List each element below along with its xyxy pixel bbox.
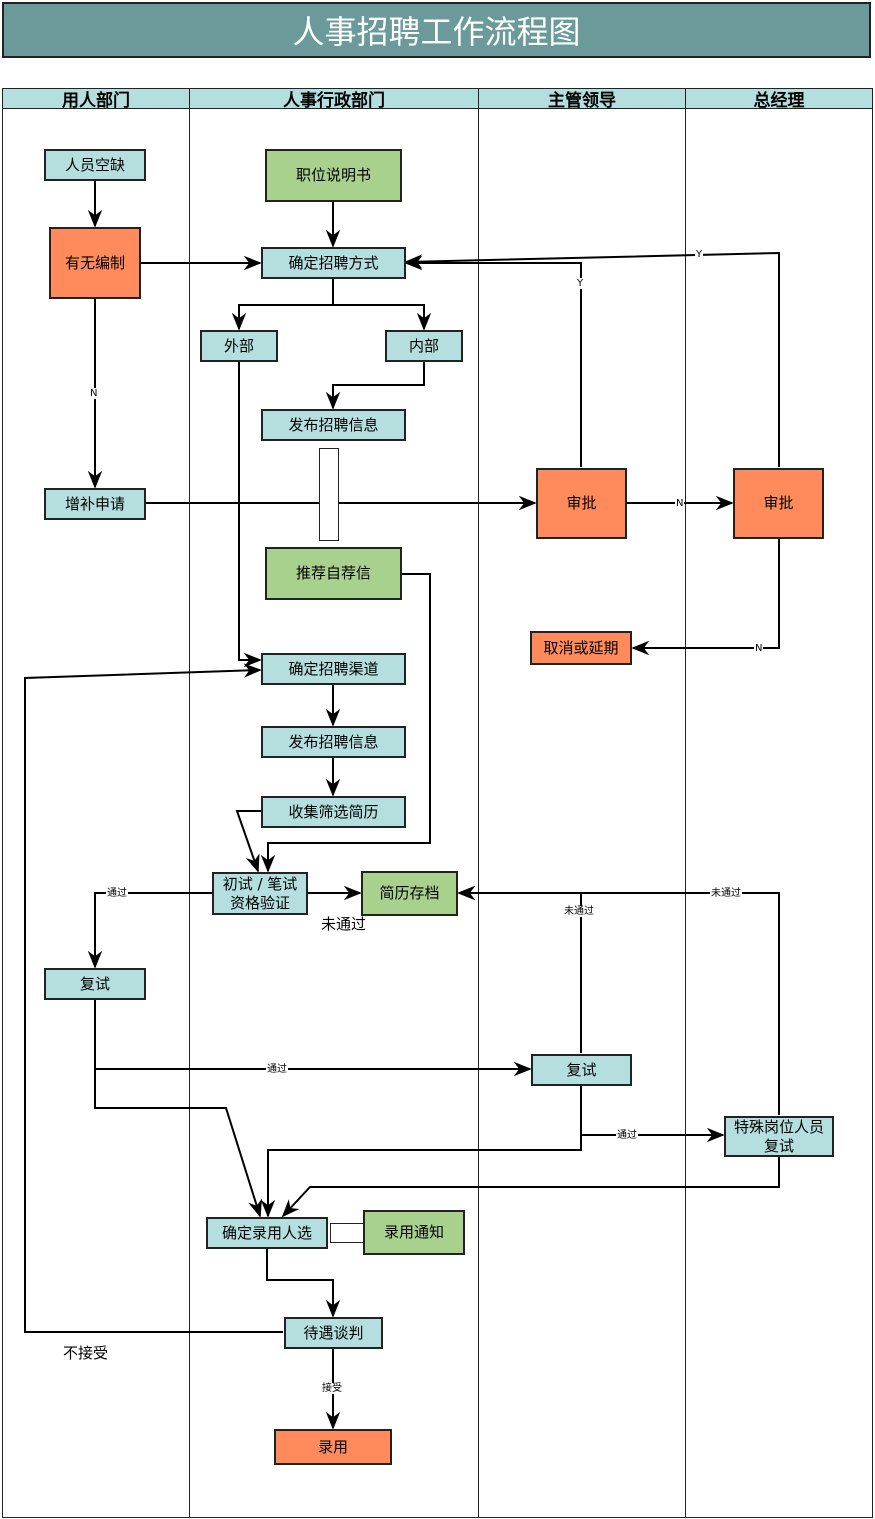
edge-approve2-cancel [631, 539, 780, 656]
edge-special-hireconfirm [281, 1157, 780, 1218]
node-initial-test-line2: 资格验证 [229, 893, 290, 912]
edge-label-no-gm: N [754, 643, 764, 654]
connector-blank-box-2 [330, 1223, 364, 1243]
lane-header-hiring-dept: 用人部门 [3, 89, 189, 111]
node-publish-info: 发布招聘信息 [261, 726, 406, 758]
edge-hireconfirm-negotiate [266, 1249, 341, 1318]
lane-header-hr-admin: 人事行政部门 [190, 89, 478, 111]
node-initial-test-line1: 初试 / 笔试 [222, 874, 298, 893]
node-special-retest-line1: 特殊岗位人员 [733, 1117, 824, 1136]
swimlane-container: 用人部门 人事行政部门 主管领导 总经理 [2, 88, 873, 1518]
node-internal: 内部 [385, 330, 463, 362]
lane-supervisor: 主管领导 [479, 89, 686, 1517]
node-salary-negotiation: 待遇谈判 [284, 1317, 383, 1349]
edge-label-reject: 不接受 [63, 1344, 109, 1362]
edge-label-pass-retest1: 通过 [266, 1064, 288, 1075]
edge-external-channel [238, 362, 262, 668]
edge-retest2-archive [457, 885, 582, 1053]
connector-blank-box [319, 448, 339, 541]
node-resume-archive: 简历存档 [361, 871, 458, 916]
node-recruit-channel: 确定招聘渠道 [261, 653, 406, 685]
edge-label-no-supervisor: N [675, 498, 685, 509]
edge-label-accept: 接受 [321, 1383, 343, 1394]
node-supplement-request: 增补申请 [44, 488, 146, 520]
node-retest-supervisor: 复试 [531, 1054, 632, 1086]
edge-label-fail-initial: 未通过 [321, 915, 367, 933]
edge-label-fail-supervisor: 未通过 [563, 906, 595, 917]
node-recruit-method: 确定招聘方式 [261, 247, 406, 279]
lane-header-supervisor: 主管领导 [479, 89, 685, 111]
edge-label-fail-gm: 未通过 [710, 888, 742, 899]
page-title: 人事招聘工作流程图 [2, 2, 871, 58]
edge-label-pass-retest2: 通过 [616, 1130, 638, 1141]
edge-retest1-hireconfirm [94, 1069, 263, 1218]
edge-label-no-quota: N [89, 388, 99, 399]
lane-hiring-dept: 用人部门 [3, 89, 190, 1517]
edge-initial-retest1 [87, 892, 212, 969]
edge-retest2-hireconfirm [260, 1135, 582, 1218]
edge-method-internal [333, 304, 432, 331]
lane-general-manager: 总经理 [686, 89, 872, 1517]
node-special-retest-line2: 复试 [763, 1136, 794, 1155]
edge-label-yes-supervisor: Y [576, 278, 585, 289]
edge-method-external [231, 279, 334, 331]
edge-recommend-initial [260, 573, 431, 873]
node-collect-resumes: 收集筛选简历 [261, 796, 406, 828]
edge-retest2-special [580, 1085, 725, 1143]
node-job-description: 职位说明书 [265, 149, 402, 202]
node-retest-dept: 复试 [44, 968, 146, 1000]
node-hire: 录用 [274, 1429, 392, 1465]
edge-negotiate-channel [24, 663, 283, 1333]
node-recommendation-letter: 推荐自荐信 [265, 547, 402, 600]
node-approval-gm: 审批 [733, 468, 824, 539]
node-confirm-hire: 确定录用人选 [206, 1217, 328, 1249]
edge-collect-initial [235, 810, 261, 873]
lane-header-general-manager: 总经理 [686, 89, 872, 111]
node-cancel-or-delay: 取消或延期 [530, 631, 632, 665]
node-special-retest: 特殊岗位人员 复试 [724, 1116, 834, 1157]
node-publish-info-internal: 发布招聘信息 [261, 409, 406, 441]
node-approval-supervisor: 审批 [536, 468, 627, 539]
node-external: 外部 [200, 330, 278, 362]
node-vacancy: 人员空缺 [44, 149, 146, 181]
edge-retest1-retest2 [94, 999, 532, 1077]
edge-label-yes-gm: Y [695, 249, 704, 260]
node-offer-notice: 录用通知 [363, 1210, 465, 1255]
node-initial-test: 初试 / 笔试 资格验证 [212, 872, 308, 915]
node-quota-check: 有无编制 [49, 227, 141, 299]
edge-approve1-method [404, 255, 582, 467]
edge-internal-publish1 [325, 362, 425, 410]
edge-approve2-method [404, 251, 780, 467]
edge-special-archive [457, 885, 780, 1115]
edge-label-pass-initial: 通过 [106, 888, 128, 899]
lane-hr-admin: 人事行政部门 [190, 89, 479, 1517]
